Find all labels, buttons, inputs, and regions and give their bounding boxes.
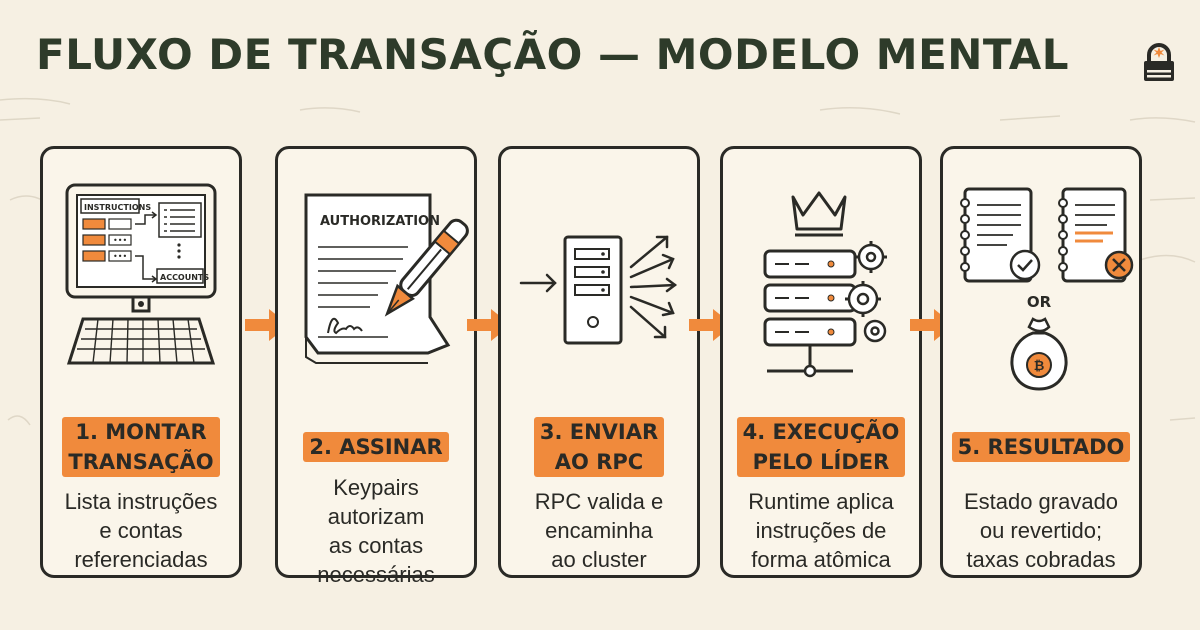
step-description-3: RPC valida e encaminha ao cluster [501, 487, 697, 574]
step-label-2: 2. ASSINAR [278, 409, 474, 485]
desc-line: referenciadas [74, 547, 208, 572]
step-label-line: 3. ENVIAR [539, 420, 659, 444]
step-card-3: 3. ENVIAR AO RPC RPC valida e encaminha … [498, 146, 700, 578]
accounts-caption: ACCOUNTS [160, 273, 209, 282]
or-caption: OR [1027, 293, 1052, 311]
step-label-line: PELO LÍDER [752, 450, 890, 474]
step-card-2: AUTHORIZATION 2. ASSINAR Keypairs autori… [275, 146, 477, 587]
desc-line: taxas cobradas [966, 547, 1116, 572]
step-label-3: 3. ENVIAR AO RPC [501, 409, 697, 485]
desc-line: instruções de [755, 518, 887, 543]
svg-text:•••: ••• [113, 236, 127, 245]
money-bag-icon: ₿ [1010, 317, 1068, 391]
authorization-caption: AUTHORIZATION [320, 214, 440, 229]
committed-ledger-icon [960, 187, 1041, 283]
desc-line: Keypairs [333, 475, 419, 500]
reverted-ledger-icon [1058, 187, 1134, 283]
instructions-caption: INSTRUCTIONS [84, 203, 151, 212]
step-label-line: 2. ASSINAR [309, 435, 443, 459]
step-label-line: 4. EXECUÇÃO [742, 420, 900, 444]
computer-icon: INSTRUCTIONS ••• ••• ACCOUNTS [65, 183, 217, 365]
step-card-5: OR ₿ 5. RESULTADO Estado gravado ou reve… [940, 146, 1142, 578]
svg-text:•••: ••• [113, 252, 127, 261]
step-description-1: Lista instruções e contas referenciadas [43, 487, 239, 574]
desc-line: as contas [328, 533, 424, 558]
desc-line: Estado gravado [963, 489, 1119, 514]
desc-line: autorizam [327, 504, 425, 529]
step-description-4: Runtime aplica instruções de forma atômi… [723, 487, 919, 574]
step-label-line: TRANSAÇÃO [68, 450, 214, 474]
step-label-1: 1. MONTAR TRANSAÇÃO [43, 409, 239, 485]
server-broadcast-icon [519, 235, 678, 345]
step-label-line: 5. RESULTADO [957, 435, 1125, 459]
page-title: FLUXO DE TRANSAÇÃO — MODELO MENTAL [36, 30, 1070, 79]
desc-line: RPC valida e [534, 489, 664, 514]
step-card-1: INSTRUCTIONS ••• ••• ACCOUNTS [40, 146, 242, 578]
step-label-5: 5. RESULTADO [943, 409, 1139, 485]
step-label-line: 1. MONTAR [75, 420, 207, 444]
desc-line: encaminha [545, 518, 653, 543]
step-label-4: 4. EXECUÇÃO PELO LÍDER [723, 409, 919, 485]
step-label-line: AO RPC [554, 450, 644, 474]
signed-document-icon: AUTHORIZATION [304, 193, 469, 364]
step-description-5: Estado gravado ou revertido; taxas cobra… [943, 487, 1139, 574]
step-description-2: Keypairs autorizam as contas necessárias [278, 473, 474, 589]
desc-line: ou revertido; [979, 518, 1103, 543]
desc-line: ao cluster [551, 547, 647, 572]
desc-line: Runtime aplica [748, 489, 894, 514]
ledger-or-fees-icon: OR ₿ [960, 187, 1134, 391]
svg-text:₿: ₿ [1034, 359, 1045, 374]
desc-line: e contas [99, 518, 183, 543]
desc-line: necessárias [317, 562, 435, 587]
desc-line: forma atômica [751, 547, 891, 572]
step-card-4: 4. EXECUÇÃO PELO LÍDER Runtime aplica in… [720, 146, 922, 578]
padlock-icon [1144, 43, 1174, 81]
leader-server-icon [763, 191, 887, 378]
desc-line: Lista instruções [64, 489, 218, 514]
